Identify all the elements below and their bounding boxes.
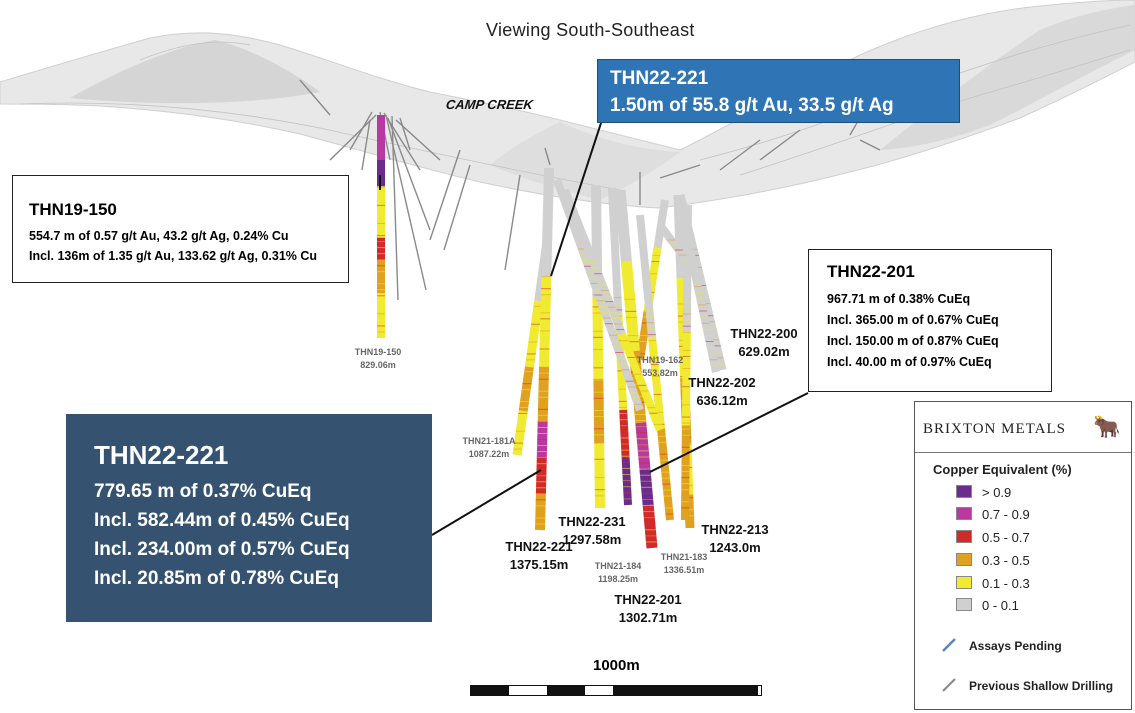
hole-label-thn22-213: THN22-213 1243.0m: [695, 521, 775, 557]
hole-label-thn22-201: THN22-201 1302.71m: [608, 591, 688, 627]
legend-previous-drilling: Previous Shallow Drilling: [939, 678, 1113, 693]
hole-name: THN21-184: [588, 560, 648, 573]
callout-thn22-201: THN22-201 967.71 m of 0.38% CuEq Incl. 3…: [808, 249, 1052, 392]
callout-line: 779.65 m of 0.37% CuEq: [94, 477, 432, 506]
legend-swatch: [956, 553, 972, 566]
drillhole-interval: [641, 423, 645, 470]
drillhole-interval: [597, 298, 598, 379]
hole-depth: 553.82m: [630, 367, 690, 380]
hole-label-thn19-150: THN19-150 829.06m: [348, 346, 408, 372]
drillhole-interval: [678, 195, 681, 278]
hole-depth: 1243.0m: [695, 539, 775, 557]
callout-line: Incl. 20.85m of 0.78% CuEq: [94, 564, 432, 593]
legend-item-label: 0 - 0.1: [982, 598, 1019, 613]
legend-swatch: [956, 598, 972, 611]
legend-item: 0.3 - 0.5: [956, 553, 1030, 568]
legend-item-label: > 0.9: [982, 485, 1011, 500]
hole-depth: 1302.71m: [608, 609, 688, 627]
drillhole-interval: [543, 367, 544, 421]
callout-line: Incl. 150.00 m of 0.87% CuEq: [827, 331, 1051, 352]
hole-name: THN22-201: [608, 591, 688, 609]
hole-depth: 1375.15m: [499, 556, 579, 574]
callout-title: THN19-150: [29, 200, 348, 220]
callout-line: Incl. 582.44m of 0.45% CuEq: [94, 506, 432, 535]
hole-depth: 636.12m: [682, 392, 762, 410]
drillhole-thn22-221: [535, 168, 551, 530]
legend-item: 0.5 - 0.7: [956, 530, 1030, 545]
callout-thn19-150: THN19-150 554.7 m of 0.57 g/t Au, 43.2 g…: [12, 175, 349, 283]
drillhole-interval: [598, 379, 599, 444]
callout-line: Incl. 136m of 1.35 g/t Au, 133.62 g/t Ag…: [29, 246, 348, 266]
hole-name: THN22-202: [682, 374, 762, 392]
callout-line: 554.7 m of 0.57 g/t Au, 43.2 g/t Ag, 0.2…: [29, 226, 348, 246]
hole-depth: 1297.58m: [552, 531, 632, 549]
drillhole-thn19-150: [377, 115, 385, 338]
hole-depth: 1198.25m: [588, 573, 648, 586]
callout-thn22-221-gold: THN22-221 1.50m of 55.8 g/t Au, 33.5 g/t…: [597, 59, 960, 123]
hole-label-thn22-202: THN22-202 636.12m: [682, 374, 762, 410]
drillhole-interval: [529, 301, 538, 367]
hole-label-thn19-162: THN19-162 553.82m: [630, 354, 690, 380]
drillhole-angled-d: [690, 250, 719, 372]
hole-label-thn21-184: THN21-184 1198.25m: [588, 560, 648, 586]
callout-thn22-221-cueq: THN22-221 779.65 m of 0.37% CuEq Incl. 5…: [66, 414, 432, 622]
brand-name: BRIXTON METALS: [923, 421, 1066, 438]
previous-drilling-label: Previous Shallow Drilling: [969, 679, 1113, 693]
callout-line: Incl. 365.00 m of 0.67% CuEq: [827, 310, 1051, 331]
legend-assays-pending: Assays Pending: [939, 638, 1062, 653]
legend-title: Copper Equivalent (%): [933, 462, 1072, 477]
hole-depth: 1087.22m: [459, 448, 519, 461]
hole-name: THN19-162: [630, 354, 690, 367]
drillhole-interval: [685, 426, 686, 521]
hole-name: THN21-181A: [459, 435, 519, 448]
legend-item-label: 0.1 - 0.3: [982, 576, 1030, 591]
drillhole-interval: [544, 277, 546, 368]
callout-line: Incl. 234.00m of 0.57% CuEq: [94, 535, 432, 564]
legend-item: 0.1 - 0.3: [956, 576, 1030, 591]
bull-logo-icon: 🐂: [1093, 414, 1120, 440]
drillhole-interval: [626, 457, 628, 505]
hole-depth: 1336.51m: [654, 564, 714, 577]
drillhole-interval: [687, 205, 688, 331]
drillhole-interval: [620, 190, 626, 262]
location-label: CAMP CREEK: [445, 97, 533, 112]
hole-name: THN22-200: [724, 325, 804, 343]
legend-divider: [915, 452, 1131, 453]
callout-title: THN22-201: [827, 262, 1051, 282]
view-direction-title: Viewing South-Southeast: [486, 20, 695, 41]
legend-item-label: 0.3 - 0.5: [982, 553, 1030, 568]
assays-pending-label: Assays Pending: [969, 639, 1062, 653]
legend-panel: BRIXTON METALS 🐂 Copper Equivalent (%) >…: [914, 401, 1132, 710]
legend-swatch: [956, 507, 972, 520]
legend-item: > 0.9: [956, 485, 1011, 500]
hole-name: THN22-231: [552, 513, 632, 531]
scale-bar-label: 1000m: [593, 657, 640, 674]
callout-line: 1.50m of 55.8 g/t Au, 33.5 g/t Ag: [610, 92, 959, 119]
drillhole-thn22-231: [592, 185, 605, 508]
hole-label-thn22-231: THN22-231 1297.58m: [552, 513, 632, 549]
legend-swatch: [956, 576, 972, 589]
hole-name: THN22-213: [695, 521, 775, 539]
callout-line: 967.71 m of 0.38% CuEq: [827, 289, 1051, 310]
hole-label-thn22-200: THN22-200 629.02m: [724, 325, 804, 361]
legend-item: 0.7 - 0.9: [956, 507, 1030, 522]
callout-title: THN22-221: [610, 65, 959, 92]
hole-name: THN19-150: [348, 346, 408, 359]
callout-title: THN22-221: [94, 440, 432, 471]
drillhole-interval: [546, 168, 549, 277]
drillhole-interval: [523, 367, 529, 411]
hole-label-thn21-181a: THN21-181A 1087.22m: [459, 435, 519, 461]
previous-drilling-line-icon: [939, 678, 961, 692]
hole-depth: 629.02m: [724, 343, 804, 361]
assays-pending-line-icon: [939, 638, 961, 652]
legend-item-label: 0.7 - 0.9: [982, 507, 1030, 522]
callout-line: Incl. 40.00 m of 0.97% CuEq: [827, 352, 1051, 373]
scale-bar-graphic: [470, 685, 762, 696]
legend-item-label: 0.5 - 0.7: [982, 530, 1030, 545]
legend-swatch: [956, 485, 972, 498]
legend-swatch: [956, 530, 972, 543]
legend-item: 0 - 0.1: [956, 598, 1019, 613]
hole-depth: 829.06m: [348, 359, 408, 372]
